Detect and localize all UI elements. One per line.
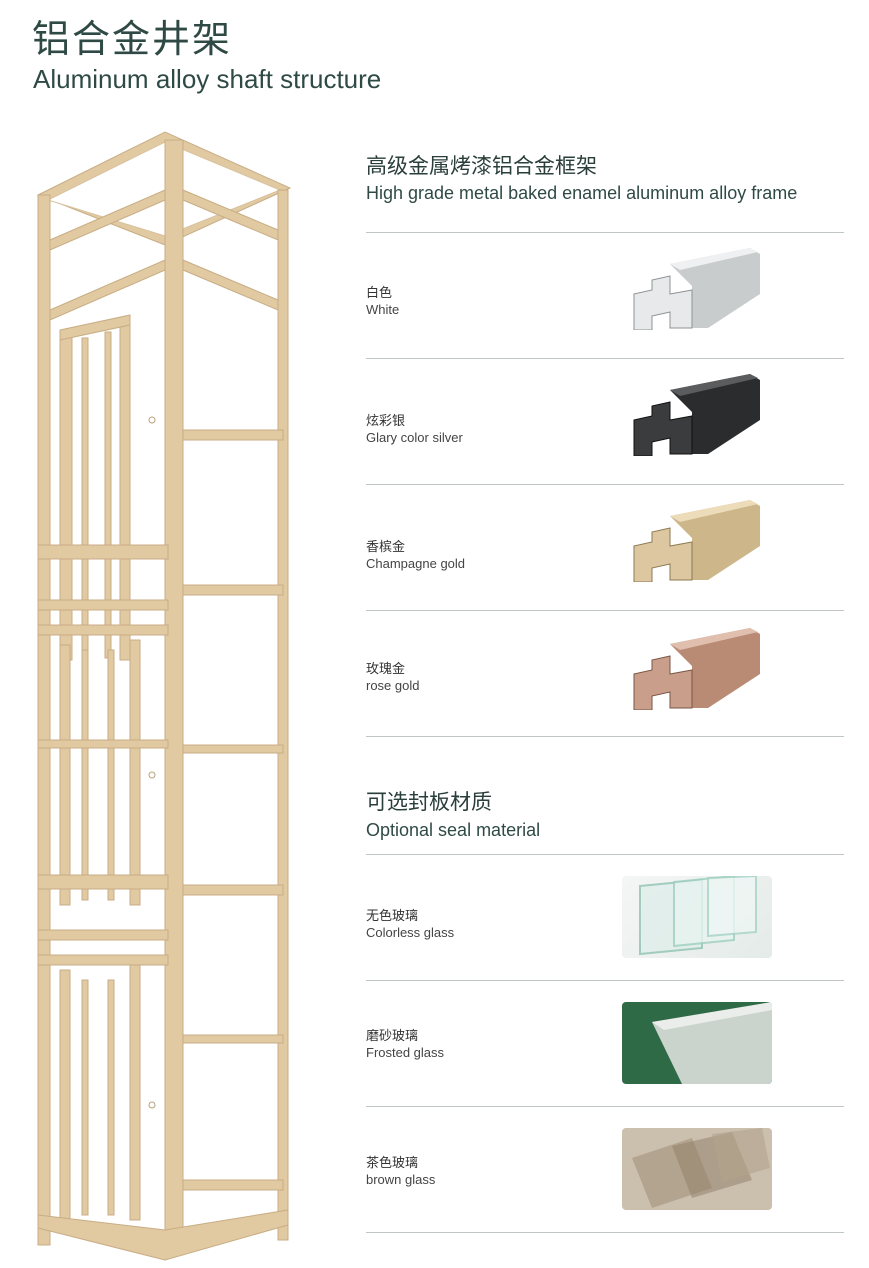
seal-item-label-en: Frosted glass — [366, 1045, 445, 1060]
divider — [366, 358, 844, 359]
seal-item-label-en: brown glass — [366, 1172, 436, 1187]
rose-gold-profile-image — [633, 628, 760, 710]
seal-item-label-cn: 磨砂玻璃 — [366, 1029, 419, 1044]
divider — [366, 232, 844, 233]
white-profile-image — [633, 248, 760, 330]
frame-item-label-cn: 香槟金 — [366, 540, 406, 555]
frame-item-label-en: White — [366, 302, 400, 317]
divider — [366, 610, 844, 611]
shaft-frame-illustration — [36, 131, 292, 1261]
frame-item-label-en: Champagne gold — [366, 556, 466, 571]
divider — [366, 854, 844, 855]
frame-section-title-cn: 高级金属烤漆铝合金框架 — [366, 154, 597, 178]
divider — [366, 980, 844, 981]
silver-profile-image — [633, 374, 760, 456]
page-title-cn: 铝合金井架 — [32, 17, 233, 61]
seal-section-title-en: Optional seal material — [366, 820, 541, 840]
frame-item-label-cn: 炫彩银 — [366, 414, 406, 429]
frame-item-label-en: rose gold — [366, 678, 420, 693]
seal-item-label-cn: 无色玻璃 — [366, 909, 419, 924]
colorless-glass-image — [622, 876, 772, 958]
champagne-gold-profile-image — [633, 500, 760, 582]
frame-item-label-cn: 玫瑰金 — [366, 662, 406, 677]
frame-item-label-en: Glary color silver — [366, 430, 463, 445]
frosted-glass-image — [622, 1002, 772, 1084]
frame-section-title-en: High grade metal baked enamel aluminum a… — [366, 183, 798, 203]
divider — [366, 1232, 844, 1233]
divider — [366, 736, 844, 737]
divider — [366, 1106, 844, 1107]
page-title-en: Aluminum alloy shaft structure — [33, 64, 382, 94]
divider — [366, 484, 844, 485]
seal-section-title-cn: 可选封板材质 — [366, 790, 492, 814]
seal-item-label-cn: 茶色玻璃 — [366, 1156, 419, 1171]
seal-item-label-en: Colorless glass — [366, 925, 455, 940]
brown-glass-image — [622, 1128, 772, 1210]
frame-item-label-cn: 白色 — [366, 286, 393, 301]
